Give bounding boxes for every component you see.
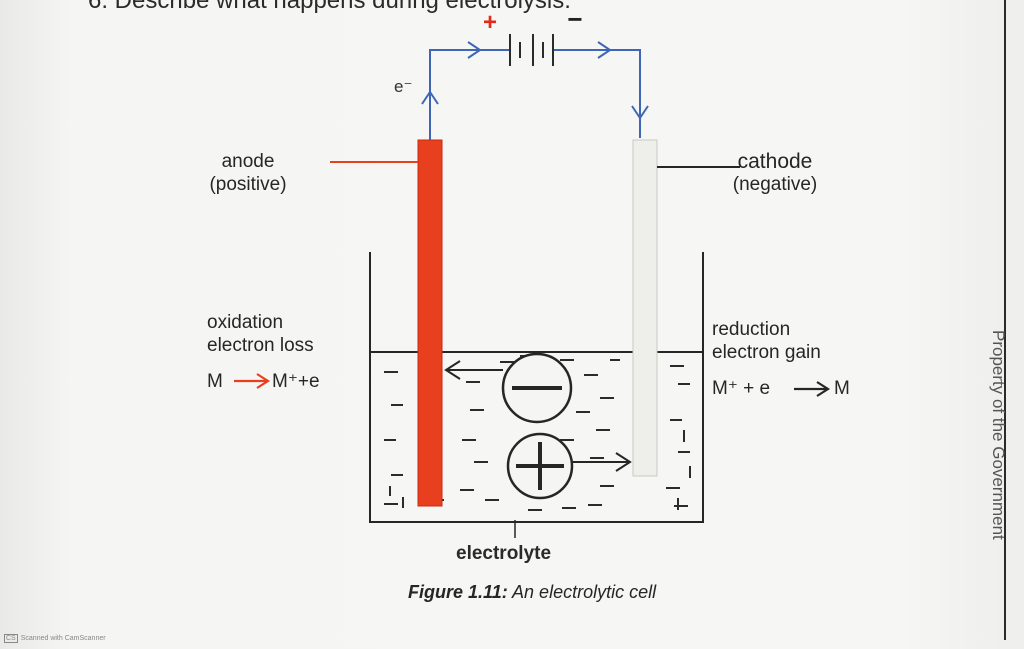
reduction-equation-right: M (834, 378, 850, 399)
scanner-logo: CS (4, 634, 18, 643)
anode-label-title: anode (221, 151, 275, 172)
positive-ion-arrow (572, 452, 632, 472)
oxidation-arrow (234, 373, 271, 389)
reduction-arrow (794, 381, 831, 397)
page-margin-rule (1004, 0, 1006, 640)
anode-label: anode (positive) (196, 150, 300, 196)
beaker (369, 252, 704, 523)
reduction-label-detail: electron gain (712, 342, 821, 363)
battery-negative-sign: − (567, 4, 582, 34)
oxidation-equation-right: M⁺+e (272, 371, 320, 392)
reduction-label: reduction electron gain (712, 318, 821, 364)
margin-watermark-text: Property of the Government (989, 330, 1008, 540)
reduction-equation-left: M⁺ + e (712, 378, 771, 399)
scanner-watermark: CS Scanned with CamScanner (4, 634, 106, 643)
anode-electrode (417, 139, 443, 507)
negative-ion (501, 352, 573, 424)
oxidation-label: oxidation electron loss (207, 311, 314, 357)
figure-caption-number: Figure 1.11: (408, 582, 508, 602)
oxidation-equation-left: M (207, 371, 223, 392)
figure-caption-text: An electrolytic cell (507, 582, 657, 602)
wire-arrowhead-down (631, 105, 649, 120)
positive-ion (506, 432, 574, 500)
cathode-label: cathode (negative) (710, 150, 840, 196)
figure-caption: Figure 1.11: An electrolytic cell (408, 582, 656, 603)
question-heading: 6. Describe what happens during electrol… (88, 0, 571, 14)
cathode-electrode (632, 139, 658, 477)
circuit-wire (421, 41, 649, 140)
cathode-label-title: cathode (737, 150, 813, 173)
battery-symbol (509, 34, 554, 66)
wire-arrowhead-right (597, 41, 612, 59)
reduction-label-title: reduction (712, 319, 791, 340)
electrolyte-label: electrolyte (456, 543, 552, 564)
battery-positive-sign: + (483, 9, 497, 36)
electron-label: e⁻ (394, 77, 412, 96)
scanner-watermark-text: Scanned with CamScanner (20, 635, 106, 642)
cathode-label-charge: (negative) (732, 174, 818, 195)
oxidation-label-title: oxidation (207, 312, 284, 333)
negative-ion-arrow (444, 360, 503, 380)
oxidation-label-detail: electron loss (207, 335, 314, 356)
anode-label-charge: (positive) (209, 174, 287, 195)
wire-arrowhead-up (421, 90, 439, 105)
wire-arrowhead-left (467, 41, 482, 59)
